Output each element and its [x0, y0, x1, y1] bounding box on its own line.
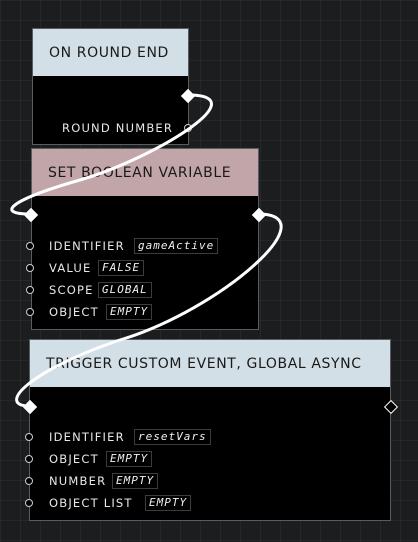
pin-label: ROUND NUMBER: [62, 121, 174, 135]
pin-row-value: VALUE FALSE: [26, 257, 258, 279]
node-set-boolean-variable[interactable]: SET BOOLEAN VARIABLE IDENTIFIER gameActi…: [23, 148, 267, 330]
exec-output-pin[interactable]: [180, 88, 196, 104]
input-pin[interactable]: [25, 477, 33, 485]
pin-row-object: OBJECT EMPTY: [25, 448, 390, 470]
node-title-label: SET BOOLEAN VARIABLE: [48, 164, 232, 181]
pin-row-object-list: OBJECT LIST EMPTY: [25, 492, 390, 514]
pin-value-field[interactable]: resetVars: [134, 429, 211, 445]
pin-label: IDENTIFIER: [49, 430, 125, 444]
node-title[interactable]: TRIGGER CUSTOM EVENT, GLOBAL ASYNC: [30, 340, 390, 387]
node-on-round-end[interactable]: ON ROUND END ROUND NUMBER: [32, 28, 196, 145]
pin-row-number: NUMBER EMPTY: [25, 470, 390, 492]
node-title[interactable]: ON ROUND END: [33, 29, 188, 76]
node-title-label: ON ROUND END: [49, 44, 169, 61]
exec-output-pin[interactable]: [251, 207, 267, 223]
exec-input-pin[interactable]: [22, 399, 38, 415]
pin-label: VALUE: [49, 261, 92, 275]
pin-row-identifier: IDENTIFIER gameActive: [26, 235, 258, 257]
pin-label: OBJECT: [49, 305, 99, 319]
node-title[interactable]: SET BOOLEAN VARIABLE: [32, 149, 258, 196]
pin-row-scope: SCOPE GLOBAL: [26, 279, 258, 301]
pin-label: OBJECT LIST: [49, 496, 133, 510]
pin-value-field[interactable]: EMPTY: [112, 473, 159, 489]
input-pin[interactable]: [26, 264, 34, 272]
input-pin[interactable]: [25, 499, 33, 507]
pin-value-field[interactable]: EMPTY: [145, 495, 192, 511]
node-trigger-custom-event[interactable]: TRIGGER CUSTOM EVENT, GLOBAL ASYNC IDENT…: [22, 339, 399, 521]
input-pin[interactable]: [25, 433, 33, 441]
pin-label: SCOPE: [49, 283, 94, 297]
input-pin[interactable]: [26, 286, 34, 294]
pin-row-round-number: ROUND NUMBER: [33, 117, 192, 139]
pin-value-field[interactable]: FALSE: [98, 260, 145, 276]
pin-row-object: OBJECT EMPTY: [26, 301, 258, 323]
pin-label: OBJECT: [49, 452, 99, 466]
pin-label: IDENTIFIER: [49, 239, 125, 253]
exec-input-pin[interactable]: [23, 207, 39, 223]
node-title-label: TRIGGER CUSTOM EVENT, GLOBAL ASYNC: [46, 355, 362, 372]
exec-output-pin[interactable]: [383, 399, 399, 415]
pin-value-field[interactable]: GLOBAL: [98, 282, 152, 298]
pin-value-field[interactable]: EMPTY: [106, 451, 153, 467]
pin-label: NUMBER: [49, 474, 107, 488]
pin-row-identifier: IDENTIFIER resetVars: [25, 426, 390, 448]
output-pin[interactable]: [184, 124, 192, 132]
pin-value-field[interactable]: EMPTY: [106, 304, 153, 320]
input-pin[interactable]: [26, 308, 34, 316]
input-pin[interactable]: [25, 455, 33, 463]
input-pin[interactable]: [26, 242, 34, 250]
pin-value-field[interactable]: gameActive: [134, 238, 219, 254]
